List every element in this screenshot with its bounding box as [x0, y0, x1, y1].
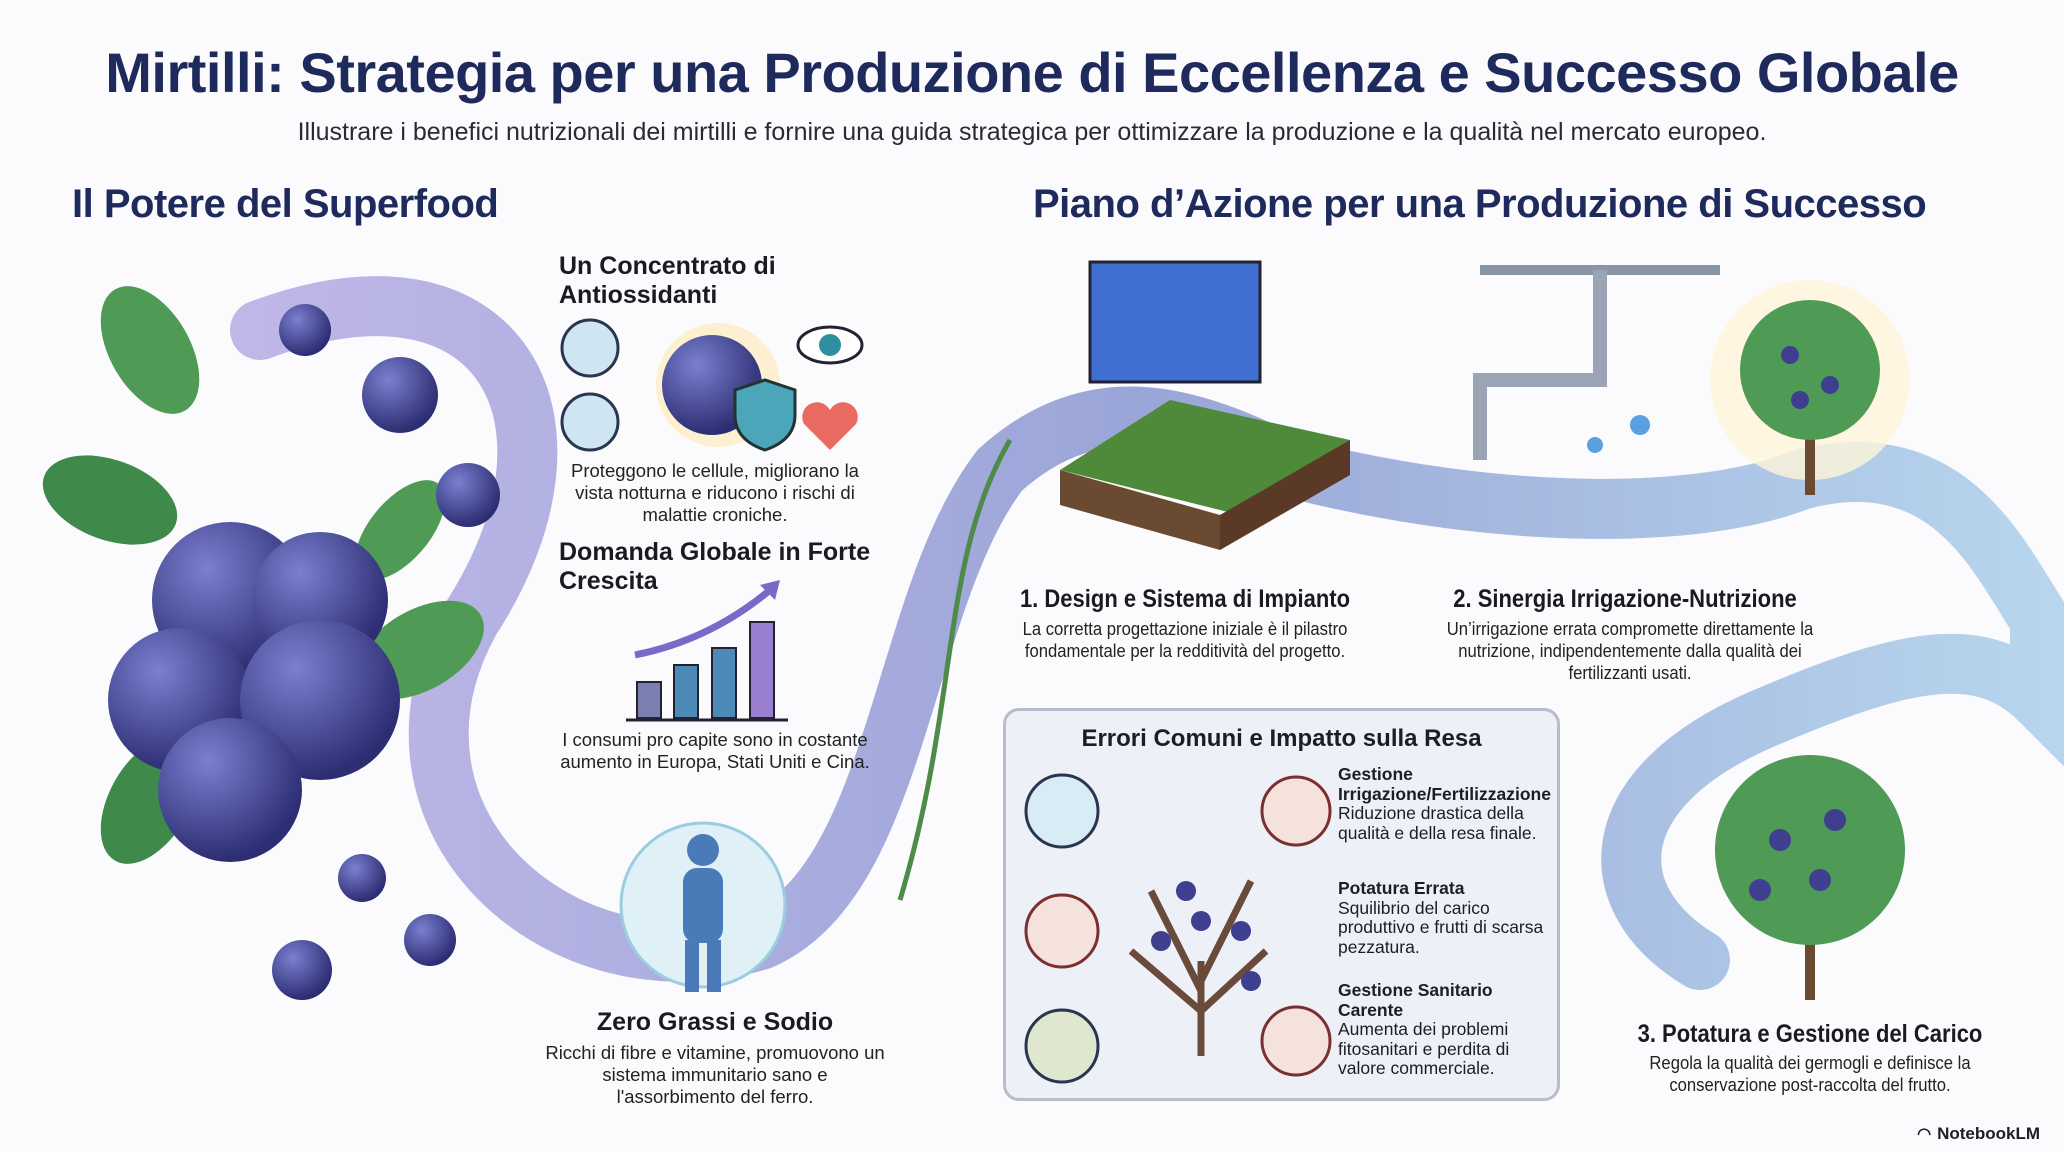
notebooklm-logo-icon: ◠	[1917, 1126, 1932, 1143]
step-3-text: Regola la qualità dei germogli e definis…	[1649, 1052, 1971, 1096]
step-3-heading: 3. Potatura e Gestione del Carico	[1637, 1020, 1983, 1048]
common-errors-panel: Errori Comuni e Impatto sulla Resa Gesti…	[1003, 708, 1560, 1101]
section-title-superfood: Il Potere del Superfood	[72, 182, 499, 226]
page-subtitle: Illustrare i benefici nutrizionali dei m…	[297, 118, 1767, 146]
plan-blueprint-illustration	[1060, 260, 1350, 550]
error-item-irrigation: Gestione Irrigazione/Fertilizzazione Rid…	[1338, 764, 1553, 843]
error-item-pruning: Potatura Errata Squilibrio del carico pr…	[1338, 878, 1553, 957]
bare-tree-illustration	[1024, 773, 1332, 1084]
step-1-text: La corretta progettazione iniziale è il …	[1022, 618, 1348, 662]
demand-heading: Domanda Globale in Forte Crescita	[559, 538, 871, 595]
step-2-text: Un’irrigazione errata compromette dirett…	[1446, 618, 1814, 684]
human-body-illustration	[619, 821, 787, 992]
section-title-action-plan: Piano d’Azione per una Produzione di Suc…	[1033, 182, 1927, 226]
blueberry-bush-illustrations	[1710, 280, 1910, 1000]
error-heading: Gestione Irrigazione/Fertilizzazione	[1338, 764, 1551, 804]
blueberry-cluster-illustration	[42, 286, 500, 1000]
step-1-heading: 1. Design e Sistema di Impianto	[1019, 585, 1351, 613]
error-text: Riduzione drastica della qualità e della…	[1338, 803, 1537, 843]
error-item-health: Gestione Sanitario Carente Aumenta dei p…	[1338, 980, 1553, 1079]
antioxidants-heading: Un Concentrato di Antiossidanti	[559, 252, 776, 309]
errors-title: Errori Comuni e Impatto sulla Resa	[1081, 725, 1482, 752]
zero-fat-heading: Zero Grassi e Sodio	[596, 1008, 834, 1036]
page-title: Mirtilli: Strategia per una Produzione d…	[105, 41, 1959, 104]
brand-label: NotebookLM	[1937, 1124, 2040, 1143]
error-heading: Gestione Sanitario Carente	[1338, 980, 1493, 1020]
error-text: Squilibrio del carico produttivo e frutt…	[1338, 897, 1544, 957]
antioxidants-text: Proteggono le cellule, migliorano la vis…	[571, 460, 859, 526]
demand-text: I consumi pro capite sono in costante au…	[560, 729, 870, 773]
error-text: Aumenta dei problemi fitosanitari e perd…	[1338, 1019, 1510, 1079]
growth-bar-chart-illustration	[626, 580, 788, 722]
irrigation-illustration	[1473, 265, 1720, 460]
error-heading: Potatura Errata	[1338, 878, 1465, 898]
antioxidant-illustration	[560, 318, 864, 452]
zero-fat-text: Ricchi di fibre e vitamine, promuovono u…	[545, 1042, 885, 1108]
notebooklm-brand: ◠ NotebookLM	[1917, 1124, 2040, 1144]
step-2-heading: 2. Sinergia Irrigazione-Nutrizione	[1453, 585, 1797, 613]
